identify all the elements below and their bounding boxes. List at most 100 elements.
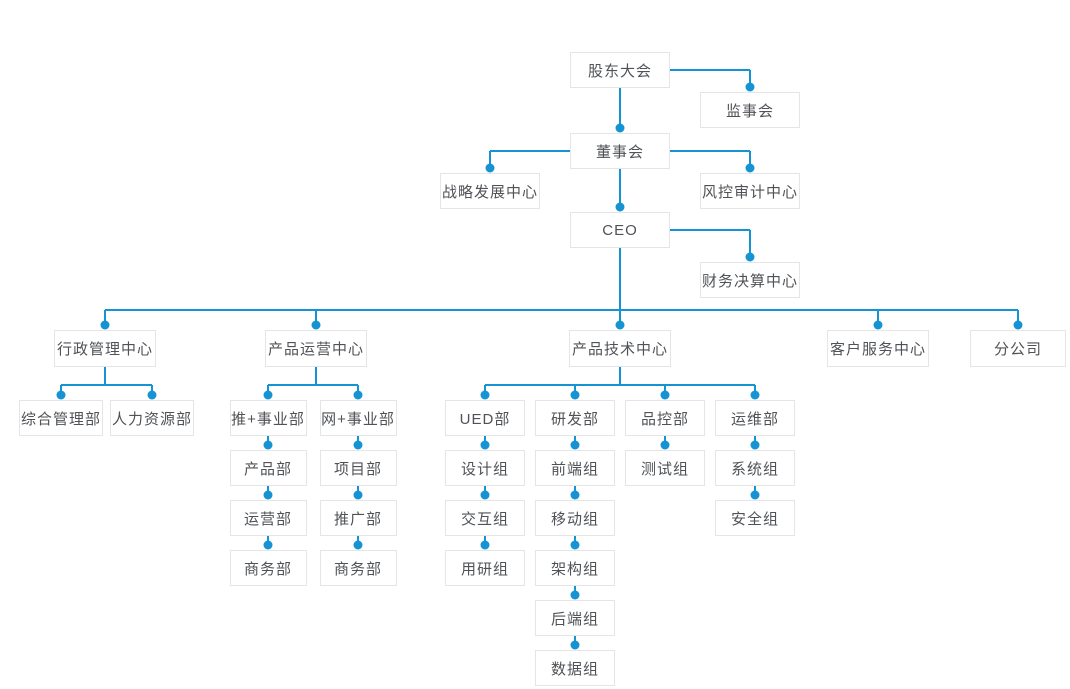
org-node-project-dept: 项目部 — [319, 450, 397, 486]
org-node-shareholders-meeting: 股东大会 — [570, 52, 670, 88]
connector-dot — [615, 320, 625, 330]
connector-bus-product-ops-center — [263, 367, 363, 400]
connector-dot — [353, 440, 363, 450]
connector-dot — [615, 123, 625, 133]
connector-shareholders-meeting-board-of-directors — [615, 88, 625, 133]
connector-shareholders-meeting-supervisory-board — [670, 69, 755, 92]
org-node-wang-division: 网+事业部 — [319, 400, 397, 436]
org-node-data-group: 数据组 — [535, 650, 615, 686]
connector-dot — [147, 390, 157, 400]
connector-dot — [745, 252, 755, 262]
org-node-customer-service-center: 客户服务中心 — [827, 330, 929, 367]
connector-dot — [100, 320, 110, 330]
org-node-research-group: 用研组 — [445, 550, 525, 586]
connector-dot — [480, 540, 490, 550]
connector-ceo-finance-center — [670, 229, 755, 262]
connector-wang-division-project-dept — [353, 436, 363, 450]
connector-qc-dept-test-group — [660, 436, 670, 450]
connector-design-group-interaction-group — [480, 486, 490, 500]
org-node-security-group: 安全组 — [715, 500, 795, 536]
connector-rd-dept-frontend-group — [570, 436, 580, 450]
org-node-finance-center: 财务决算中心 — [700, 262, 800, 298]
org-node-system-group: 系统组 — [715, 450, 795, 486]
org-node-frontend-group: 前端组 — [535, 450, 615, 486]
connector-board-of-directors-risk-audit-center — [670, 150, 755, 173]
connector-ops-dept-system-group — [750, 436, 760, 450]
connector-dot — [485, 163, 495, 173]
connector-dot — [353, 490, 363, 500]
connector-mobile-group-architecture-group — [570, 536, 580, 550]
connector-dot — [311, 320, 321, 330]
org-node-mobile-group: 移动组 — [535, 500, 615, 536]
connector-project-dept-promotion-dept — [353, 486, 363, 500]
org-node-rd-dept: 研发部 — [535, 400, 615, 436]
connector-board-of-directors-ceo — [615, 169, 625, 212]
org-node-product-dept: 产品部 — [229, 450, 307, 486]
connector-dot — [263, 390, 273, 400]
org-node-backend-group: 后端组 — [535, 600, 615, 636]
connector-dot — [570, 440, 580, 450]
connector-frontend-group-mobile-group — [570, 486, 580, 500]
connector-dot — [750, 390, 760, 400]
org-node-tui-division: 推+事业部 — [229, 400, 307, 436]
org-node-product-tech-center: 产品技术中心 — [569, 330, 671, 367]
connector-dot — [745, 82, 755, 92]
connector-interaction-group-research-group — [480, 536, 490, 550]
connector-board-of-directors-strategy-center — [485, 150, 570, 173]
connector-bus-admin-center — [56, 367, 157, 400]
connector-architecture-group-backend-group — [570, 586, 580, 600]
org-node-strategy-center: 战略发展中心 — [440, 173, 540, 209]
connector-dot — [263, 540, 273, 550]
org-node-operations-dept: 运营部 — [229, 500, 307, 536]
org-node-admin-center: 行政管理中心 — [54, 330, 156, 367]
connector-dot — [615, 202, 625, 212]
connector-promotion-dept-business-dept-2 — [353, 536, 363, 550]
org-node-product-ops-center: 产品运营中心 — [265, 330, 367, 367]
connector-system-group-security-group — [750, 486, 760, 500]
org-node-interaction-group: 交互组 — [445, 500, 525, 536]
connector-bus-ceo — [100, 248, 1023, 330]
connector-dot — [353, 390, 363, 400]
connector-dot — [570, 490, 580, 500]
connector-dot — [263, 440, 273, 450]
connector-dot — [750, 440, 760, 450]
connector-dot — [750, 490, 760, 500]
org-node-test-group: 测试组 — [625, 450, 705, 486]
org-node-ceo: CEO — [570, 212, 670, 248]
org-node-business-dept-2: 商务部 — [319, 550, 397, 586]
connector-dot — [480, 390, 490, 400]
connector-tui-division-product-dept — [263, 436, 273, 450]
org-node-hr-dept: 人力资源部 — [110, 400, 194, 436]
org-node-design-group: 设计组 — [445, 450, 525, 486]
connector-dot — [570, 640, 580, 650]
connector-dot — [480, 440, 490, 450]
org-node-branch-company: 分公司 — [970, 330, 1066, 367]
connector-dot — [263, 490, 273, 500]
org-node-business-dept-1: 商务部 — [229, 550, 307, 586]
connector-dot — [745, 163, 755, 173]
connector-ued-dept-design-group — [480, 436, 490, 450]
connector-dot — [570, 540, 580, 550]
connector-dot — [660, 440, 670, 450]
org-node-architecture-group: 架构组 — [535, 550, 615, 586]
connector-dot — [353, 540, 363, 550]
org-node-board-of-directors: 董事会 — [570, 133, 670, 169]
org-node-risk-audit-center: 风控审计中心 — [700, 173, 800, 209]
connector-dot — [570, 590, 580, 600]
org-node-qc-dept: 品控部 — [625, 400, 705, 436]
connector-dot — [56, 390, 66, 400]
connector-operations-dept-business-dept-1 — [263, 536, 273, 550]
connector-product-dept-operations-dept — [263, 486, 273, 500]
connector-dot — [570, 390, 580, 400]
connector-dot — [480, 490, 490, 500]
org-node-general-mgmt-dept: 综合管理部 — [19, 400, 103, 436]
org-node-promotion-dept: 推广部 — [319, 500, 397, 536]
org-node-supervisory-board: 监事会 — [700, 92, 800, 128]
connector-dot — [660, 390, 670, 400]
connector-backend-group-data-group — [570, 636, 580, 650]
connector-bus-product-tech-center — [480, 367, 760, 400]
connector-dot — [1013, 320, 1023, 330]
